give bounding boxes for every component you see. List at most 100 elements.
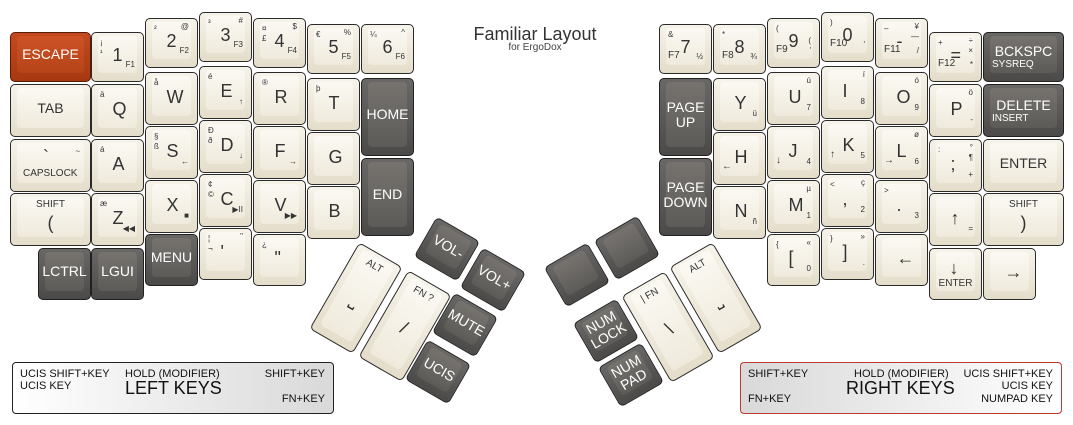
key-fn-label: + xyxy=(968,170,973,179)
key-alt-label: ² xyxy=(154,24,157,33)
key-main-label: ⎵ xyxy=(346,289,364,311)
key-main-label: 8 xyxy=(734,37,745,57)
key-main-label: D xyxy=(220,134,234,155)
key-alt-label: ¿ xyxy=(262,240,267,249)
key-fn-label: ▶▶ xyxy=(284,211,297,220)
key-main-label: , xyxy=(842,188,848,209)
key-alt-label: ¼ xyxy=(370,30,377,39)
layout-title: Familiar Layout xyxy=(473,24,597,44)
key-fn-label: / xyxy=(916,46,919,55)
key-alt-label: ¢ xyxy=(208,180,213,189)
key-main-label: E xyxy=(220,80,233,101)
key-main-label: K xyxy=(842,134,855,155)
key-main-label: B xyxy=(328,200,341,221)
legend-right-fn: FN+KEY xyxy=(748,393,792,405)
key-fn-label: 9 xyxy=(914,103,919,112)
key-word-label: LCTRL xyxy=(42,263,87,279)
key-fn-label: 4 xyxy=(806,157,811,166)
key-left-lgui: LGUI xyxy=(91,248,144,300)
key-main-label: 0 xyxy=(842,25,853,45)
key-right-left: ← xyxy=(875,234,928,286)
key-main-label: R xyxy=(274,86,288,107)
key-main-label: " xyxy=(274,248,281,268)
key-fn-label: 7 xyxy=(806,103,811,112)
key-main-label: ) xyxy=(1020,212,1027,233)
key-fn-label: * xyxy=(969,60,973,69)
key-left-end: END xyxy=(361,158,414,236)
key-right-semicolon: ;:°¶+ xyxy=(929,139,982,192)
key-main-label: ] xyxy=(842,242,848,262)
key-main-label: Y xyxy=(734,92,747,113)
key-fn-label: 6 xyxy=(914,157,919,166)
key-left-lctrl: LCTRL xyxy=(38,248,91,300)
key-alt-label: & xyxy=(668,30,674,39)
key-main-label: ← xyxy=(896,248,915,268)
legend-right-shift: SHIFT+KEY xyxy=(748,368,809,380)
key-left-menu: MENU xyxy=(145,234,198,286)
key-main-label: V xyxy=(274,194,287,215)
key-word-label: MUTE xyxy=(445,305,488,340)
key-alt-label: : xyxy=(938,145,941,154)
key-left-tab: TAB xyxy=(10,84,91,137)
legend-right: SHIFT+KEY FN+KEY HOLD (MODIFIER) RIGHT K… xyxy=(740,362,1062,414)
key-left-r: R® xyxy=(253,72,306,125)
key-fn-left-label: F10 xyxy=(830,38,848,49)
key-word-label: BCKSPC xyxy=(994,43,1053,59)
key-alt-label-2: ð xyxy=(208,136,213,145)
key-main-label: 6 xyxy=(382,37,393,57)
key-main-label: Q xyxy=(112,98,127,119)
key-word-label: ENTER xyxy=(938,278,973,289)
key-shift-label: ÷ xyxy=(968,36,973,45)
key-main-label: . xyxy=(896,194,902,215)
key-left-f: F→ xyxy=(253,126,306,179)
key-left-capslock: `~CAPSLOCK xyxy=(10,139,91,192)
key-main-label: O xyxy=(896,86,911,107)
key-main-label: I xyxy=(842,80,848,101)
key-shift-label: ^ xyxy=(401,28,405,37)
key-word-label: MENU xyxy=(150,249,193,265)
key-shift-label: ø xyxy=(914,130,919,139)
key-alt-label: { xyxy=(776,240,779,249)
key-left-g: G xyxy=(307,132,360,185)
key-alt-label: § xyxy=(154,132,159,141)
key-fn-label: F4 xyxy=(287,46,297,55)
key-alt-label: Ð xyxy=(208,126,214,135)
key-shift-label: ç xyxy=(861,178,865,187)
key-main-label: ' xyxy=(220,242,224,262)
key-right-right: → xyxy=(983,248,1036,300)
key-word-label: TAB xyxy=(37,99,64,116)
key-main-label: ↓ xyxy=(949,258,959,278)
key-main-label: A xyxy=(112,153,125,174)
key-main-label: 7 xyxy=(680,37,691,57)
key-main-label: ( xyxy=(47,212,54,233)
key-main-label: S xyxy=(166,140,179,161)
key-fn-left-label: F9 xyxy=(776,44,788,55)
key-fn-label: 8 xyxy=(860,97,865,106)
key-fn-left-label: F11 xyxy=(884,44,901,55)
key-sub-label: INSERT xyxy=(992,112,1029,124)
key-fn-left-label: F8 xyxy=(722,50,734,61)
legend-right-hold: HOLD (MODIFIER) xyxy=(854,368,949,380)
key-right-lbracket: [{«0 xyxy=(767,234,820,286)
key-main-label: 5 xyxy=(328,37,339,57)
legend-right-numpad: NUMPAD KEY xyxy=(981,393,1053,405)
key-alt-label: ³ xyxy=(208,18,211,27)
key-sub-label: SYSREQ xyxy=(992,59,1034,70)
key-fn-label: 0 xyxy=(806,264,811,273)
key-fn-label: - xyxy=(970,115,973,124)
key-shift-label: » xyxy=(860,232,865,241)
key-alt-label-2: £ xyxy=(262,34,267,43)
key-alt-label: – xyxy=(884,24,889,33)
legend-left-title: LEFT KEYS xyxy=(125,378,222,398)
key-word-label: ENTER xyxy=(999,154,1048,171)
key-alt-label: ) xyxy=(830,18,833,27)
key-main-label: J xyxy=(788,140,798,161)
